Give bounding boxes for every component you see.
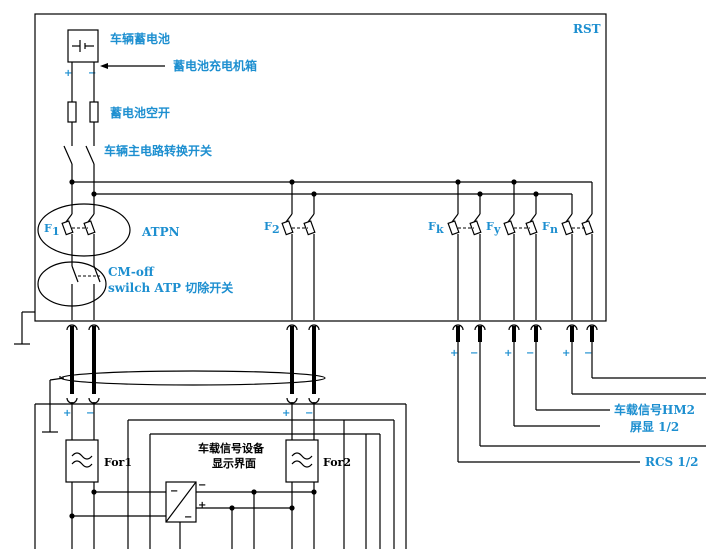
cable-shield (60, 370, 326, 386)
pm-for1-minus: − (86, 408, 94, 419)
fuse-f2 (281, 213, 316, 320)
fuse-f1-sub: 1 (52, 225, 60, 238)
conv-right-minus: − (198, 480, 206, 491)
fuse-f1 (61, 213, 96, 258)
ground-icon-bottom (42, 402, 58, 433)
battery-breaker-left (67, 101, 77, 123)
fuse-fy (503, 213, 538, 320)
display-interface-line2: 显示界面 (212, 457, 256, 470)
battery-minus: − (88, 68, 96, 79)
fuse-fk (447, 213, 482, 320)
conv-in-minus: − (170, 486, 178, 497)
hm2-label-line1: 车载信号HM2 (614, 402, 695, 417)
battery-label: 车辆蓄电池 (110, 31, 170, 46)
atp-cutoff-switch-icon (71, 258, 101, 320)
ground-icon-top (14, 311, 35, 345)
rst-enclosure (34, 13, 607, 322)
fuse-fn (561, 213, 594, 320)
hm2-label-line2: 屏显 1/2 (629, 420, 679, 434)
fuse-f2-sub: 2 (272, 223, 280, 236)
conv-out-minus: − (184, 512, 192, 523)
battery-breaker-right (89, 101, 99, 123)
display-interface-line1: 车载信号设备 (198, 441, 265, 455)
atpn-ellipse (37, 203, 131, 257)
charger-label: 蓄电池充电机箱 (173, 58, 257, 73)
pm-for2-plus: + (282, 408, 290, 419)
fuse-fk-label: F (428, 220, 436, 233)
fuse-f1-label: F (44, 222, 52, 235)
for2-label: For2 (323, 456, 351, 469)
for1-label: For1 (104, 456, 132, 469)
cm-off-label: CM-off (108, 265, 155, 279)
rcs-label: RCS 1/2 (645, 455, 698, 469)
pm-fn-plus: + (562, 348, 570, 359)
atp-cutoff-label: swilch ATP 切除开关 (108, 280, 233, 295)
battery-plus: + (64, 68, 72, 79)
rst-label: RST (573, 22, 601, 36)
connectors-bottom (66, 360, 320, 404)
fuse-fy-sub: y (493, 223, 501, 236)
main-switch-label: 车辆主电路转换开关 (104, 143, 212, 158)
atpn-label: ATPN (141, 225, 180, 239)
converter-icon (165, 481, 197, 523)
pm-fk-plus: + (450, 348, 458, 359)
atp-cutoff-ellipse (37, 261, 107, 307)
conv-right-plus: + (198, 500, 206, 511)
filter-for2-icon (285, 439, 319, 483)
fuse-fn-sub: n (550, 223, 558, 236)
pm-fn-minus: − (584, 348, 592, 359)
connectors-top (66, 324, 598, 360)
filter-for1-icon (65, 439, 99, 483)
charger-arrowhead (100, 63, 108, 69)
main-switch-icon (63, 145, 95, 194)
battery-icon (67, 29, 99, 63)
fuse-fn-label: F (542, 220, 550, 233)
battery-breaker-label: 蓄电池空开 (110, 105, 170, 120)
pm-for2-minus: − (305, 408, 313, 419)
pm-for1-plus: + (63, 408, 71, 419)
fuse-f2-label: F (264, 220, 272, 233)
pm-fy-plus: + (504, 348, 512, 359)
fuse-fy-label: F (486, 220, 494, 233)
pm-fy-minus: − (526, 348, 534, 359)
fuse-fk-sub: k (436, 223, 444, 236)
pm-fk-minus: − (470, 348, 478, 359)
